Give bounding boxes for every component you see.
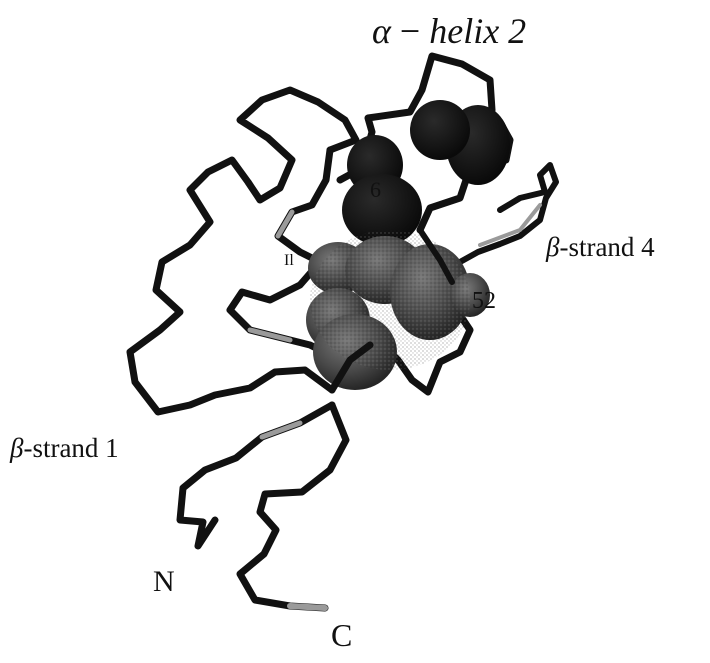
backbone-strand-1-light: [262, 423, 300, 437]
helix-dash: −: [391, 11, 429, 51]
label-c-terminus: C: [331, 617, 352, 654]
residue-label-52: 52: [472, 288, 496, 315]
strand4-text: -strand 4: [559, 232, 654, 262]
strand1-greek-beta: β: [10, 433, 23, 463]
backbone-strand-1: [180, 405, 332, 546]
residue-label-6: 6: [370, 177, 381, 203]
helix-text: helix 2: [429, 11, 526, 51]
sphere-speckle-overlay: [310, 230, 470, 370]
label-alpha-helix-2: α − helix 2: [372, 10, 526, 52]
residue-label-il: Il: [284, 252, 294, 270]
backbone-inner-light: [250, 212, 292, 340]
label-beta-strand-4: β-strand 4: [546, 232, 655, 263]
backbone-c-terminal-light: [290, 606, 325, 608]
label-n-terminus: N: [153, 565, 175, 599]
helix-greek-alpha: α: [372, 11, 391, 51]
strand4-greek-beta: β: [546, 232, 559, 262]
sphere-dark-top-middle: [410, 100, 470, 160]
backbone-c-terminal: [240, 405, 346, 608]
strand1-text: -strand 1: [23, 433, 118, 463]
label-beta-strand-1: β-strand 1: [10, 433, 119, 464]
